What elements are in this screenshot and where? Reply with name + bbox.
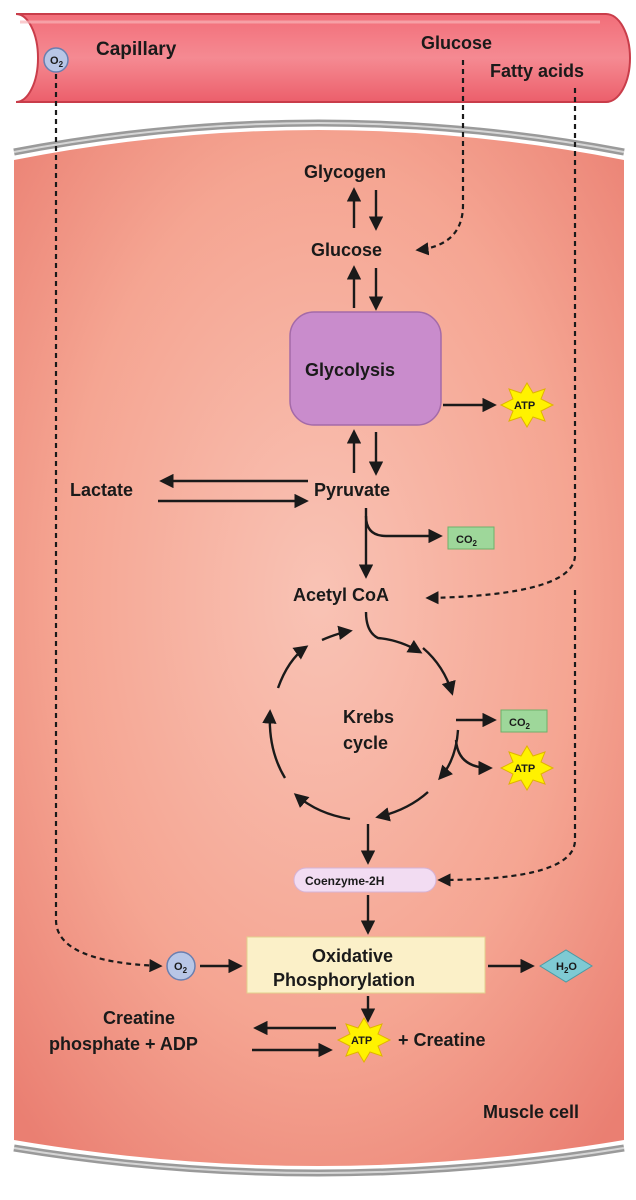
svg-text:ATP: ATP	[514, 763, 535, 775]
capillary-fatty-acids-label: Fatty acids	[490, 61, 584, 81]
muscle-cell	[13, 119, 625, 1177]
svg-text:ATP: ATP	[351, 1035, 372, 1047]
fatty-acid-supply-line	[425, 88, 577, 605]
svg-text:CO2: CO2	[456, 534, 478, 548]
svg-text:ATP: ATP	[514, 400, 535, 412]
creatine-phosphate-label-2: phosphate + ADP	[49, 1034, 198, 1054]
lactate-node: Lactate	[70, 480, 133, 500]
h2o-badge: H2O	[539, 949, 593, 983]
krebs-cycle-label-1: Krebs	[343, 707, 394, 727]
acetyl-coa-node: Acetyl CoA	[293, 585, 389, 605]
svg-text:CO2: CO2	[509, 717, 531, 731]
glucose-supply-line	[415, 60, 465, 256]
svg-text:O2: O2	[174, 961, 188, 975]
krebs-cycle-arrows	[262, 625, 460, 822]
fatty-acid-coenzyme-line	[437, 590, 577, 887]
atp-burst-final: ATP	[336, 1017, 392, 1063]
creatine-node: + Creatine	[398, 1030, 486, 1050]
atp-burst-krebs: ATP	[499, 745, 555, 791]
muscle-cell-label: Muscle cell	[483, 1102, 579, 1122]
glycogen-node: Glycogen	[304, 162, 386, 182]
oxidative-phosphorylation-box	[246, 936, 486, 994]
o2-supply-line	[54, 74, 163, 973]
krebs-cycle-label-2: cycle	[343, 733, 388, 753]
capillary	[15, 13, 631, 103]
glycolysis-box	[289, 311, 442, 426]
glucose-node: Glucose	[311, 240, 382, 260]
capillary-glucose-label: Glucose	[421, 33, 492, 53]
svg-text:H2O: H2O	[556, 961, 577, 975]
pyruvate-node: Pyruvate	[314, 480, 390, 500]
coenzyme-2h-node: Coenzyme-2H	[293, 867, 437, 893]
svg-text:Coenzyme-2H: Coenzyme-2H	[305, 874, 384, 888]
co2-badge-pyruvate: CO2	[447, 526, 495, 550]
capillary-o2-badge: O2	[43, 47, 69, 73]
capillary-label: Capillary	[96, 39, 177, 60]
co2-badge-krebs: CO2	[500, 709, 548, 733]
svg-text:O2: O2	[50, 55, 64, 69]
glycolysis-label: Glycolysis	[305, 360, 395, 380]
atp-burst-glycolysis: ATP	[499, 382, 555, 428]
oxphos-label-2: Phosphorylation	[273, 970, 415, 990]
o2-badge-cell: O2	[166, 951, 196, 981]
creatine-phosphate-label-1: Creatine	[103, 1008, 175, 1028]
oxphos-label-1: Oxidative	[312, 946, 393, 966]
